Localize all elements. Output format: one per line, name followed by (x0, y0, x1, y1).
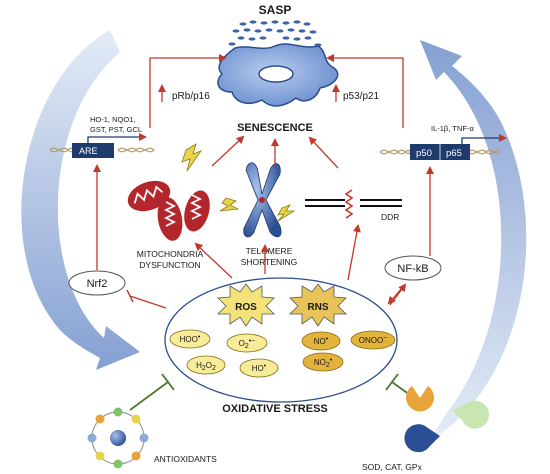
dna-helix-icon (379, 149, 501, 155)
rns-burst (289, 283, 347, 327)
nfkb-label: NF-kB (397, 263, 428, 275)
ros-label: ROS (235, 302, 257, 313)
p50-label: p50 (416, 148, 432, 159)
cycle-arrow-left (21, 30, 140, 370)
sasp-label: SASP (259, 3, 292, 17)
nfkb-cytokines: IL-1β, TNF-α (431, 124, 474, 133)
nrf2-label: Nrf2 (87, 278, 108, 290)
hydrogen-peroxide: H2O2 (196, 361, 216, 372)
arrow-p53-to-sasp (326, 54, 404, 128)
arrow-ros-to-nfkb (389, 283, 407, 306)
pacman-enzyme-icon (404, 386, 489, 453)
oxidative-stress-label: OXIDATIVE STRESS (222, 403, 328, 415)
arrow-ddr-to-senescence (308, 136, 339, 169)
mito-label-2: DYSFUNCTION (139, 260, 200, 270)
ddr-label: DDR (381, 212, 399, 222)
hoo-radical: HOO• (180, 334, 201, 344)
are-label: ARE (79, 146, 98, 156)
cycle-arrow-right (420, 40, 527, 440)
arrow-ros-to-mito (194, 242, 233, 279)
rns-label: RNS (307, 302, 328, 313)
nfkb-transcription-arrow (461, 134, 507, 144)
prb-p16-label: pRb/p16 (172, 91, 210, 102)
p53-p21-label: p53/p21 (343, 91, 380, 102)
telomere-label-1: TELOMERE (246, 246, 293, 256)
no-radical: NO• (314, 336, 329, 346)
are-transcription-arrow (87, 133, 147, 143)
chromosome-icon (243, 162, 282, 238)
telomere-label-2: SHORTENING (241, 257, 298, 267)
peroxynitrite: ONOO− (359, 335, 388, 345)
p65-label: p65 (446, 148, 462, 159)
mito-label-1: MITOCHONDRIA (137, 249, 204, 259)
arrow-nfkb-back (387, 287, 403, 305)
arrow-ros-to-ddr (347, 224, 361, 281)
hydroxyl-radical: HO• (252, 363, 267, 373)
nrf2-targets-line2: GST, PST, GCL (90, 125, 142, 134)
lightning-icon (181, 143, 296, 222)
arrow-mito-to-senescence (211, 135, 245, 167)
nfkb-oval (384, 255, 442, 281)
sasp-particles (228, 20, 322, 47)
mitochondria-icon (127, 180, 210, 241)
senescence-label: SENESCENCE (237, 122, 313, 134)
nrf2-targets-line1: HO-1, NQO1, (90, 115, 135, 124)
no2-radical: NO2• (314, 357, 333, 369)
superoxide: O2•− (239, 338, 256, 350)
antioxidants-label: ANTIOXIDANTS (154, 454, 217, 464)
inhibit-antioxidants (129, 373, 175, 411)
enzymes-label: SOD, CAT, GPx (362, 462, 423, 472)
ros-burst (217, 283, 275, 327)
inhibit-ros-to-nrf2 (126, 289, 167, 309)
nrf2-oval (68, 270, 126, 296)
senescent-cell-icon (217, 43, 339, 107)
radical-bubbles (169, 329, 396, 378)
molecule-ring-icon (87, 407, 149, 469)
arrow-prb-to-sasp (149, 54, 227, 128)
dna-break-icon (305, 189, 402, 219)
are-box (72, 143, 114, 158)
